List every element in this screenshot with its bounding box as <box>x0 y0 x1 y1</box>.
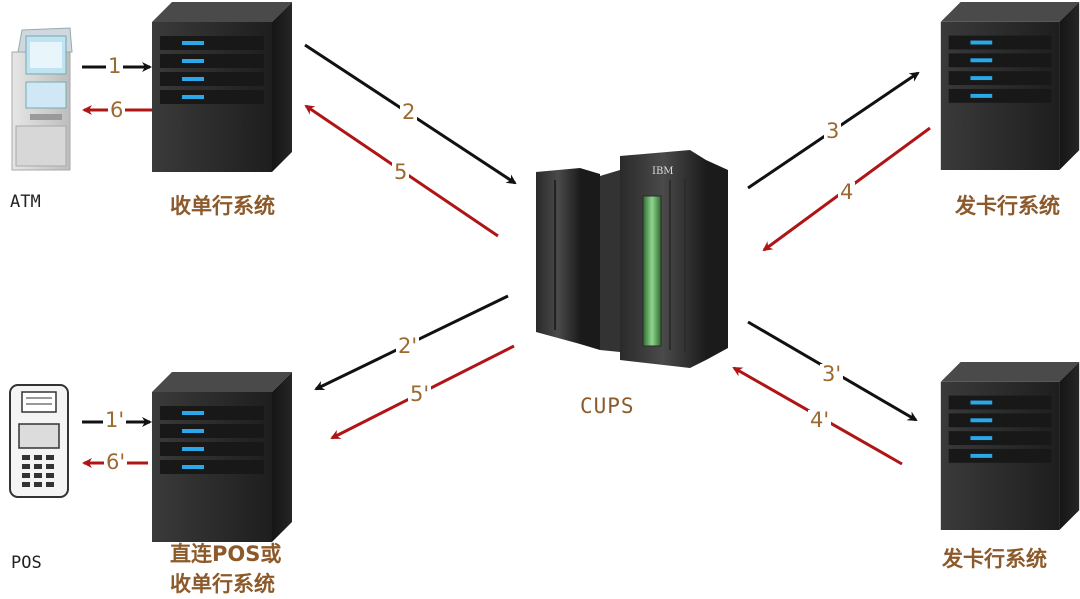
step-4p-label: 4' <box>808 408 832 432</box>
ibm-brand-text: IBM <box>652 166 674 177</box>
issuer-system-bottom-label: 发卡行系统 <box>942 547 1047 571</box>
step-3p-label: 3' <box>820 362 844 386</box>
cups-label: CUPS <box>580 394 635 418</box>
acquirer-server-top-icon <box>152 2 292 172</box>
issuer-server-bottom-icon <box>940 362 1080 530</box>
pos-key <box>46 464 54 469</box>
step-1p-label: 1' <box>103 408 127 432</box>
pos-key <box>46 482 54 487</box>
issuer-server-top-icon <box>940 2 1080 170</box>
step-2p-label: 2' <box>396 334 420 358</box>
acquirer-system-bottom-label-line1: 直连POS或 <box>170 542 282 566</box>
pos-terminal-icon <box>9 384 69 498</box>
pos-label: POS <box>11 553 42 573</box>
pos-key <box>34 473 42 478</box>
step-4-label: 4 <box>838 180 856 204</box>
atm-terminal-icon <box>11 27 73 171</box>
step-5p-label: 5' <box>408 382 432 406</box>
step-6p-label: 6' <box>104 450 128 474</box>
pos-key <box>22 482 30 487</box>
acquirer-server-bottom-icon <box>152 372 292 542</box>
pos-key <box>46 455 54 460</box>
issuer-system-top-label: 发卡行系统 <box>955 194 1060 218</box>
pos-key <box>34 482 42 487</box>
pos-key <box>22 473 30 478</box>
step-5-label: 5 <box>392 160 410 184</box>
step-6-label: 6 <box>108 98 126 122</box>
pos-key <box>22 464 30 469</box>
step-2-label: 2 <box>400 100 418 124</box>
acquirer-system-bottom-label-line2: 收单行系统 <box>170 572 275 596</box>
pos-key <box>22 455 30 460</box>
step-3-label: 3 <box>824 119 842 143</box>
acquirer-system-top-label: 收单行系统 <box>170 194 275 218</box>
cups-mainframe-icon: IBM <box>536 150 728 368</box>
atm-label: ATM <box>10 192 41 212</box>
pos-key <box>34 455 42 460</box>
pos-key <box>46 473 54 478</box>
step-1-label: 1 <box>106 54 124 78</box>
pos-key <box>34 464 42 469</box>
